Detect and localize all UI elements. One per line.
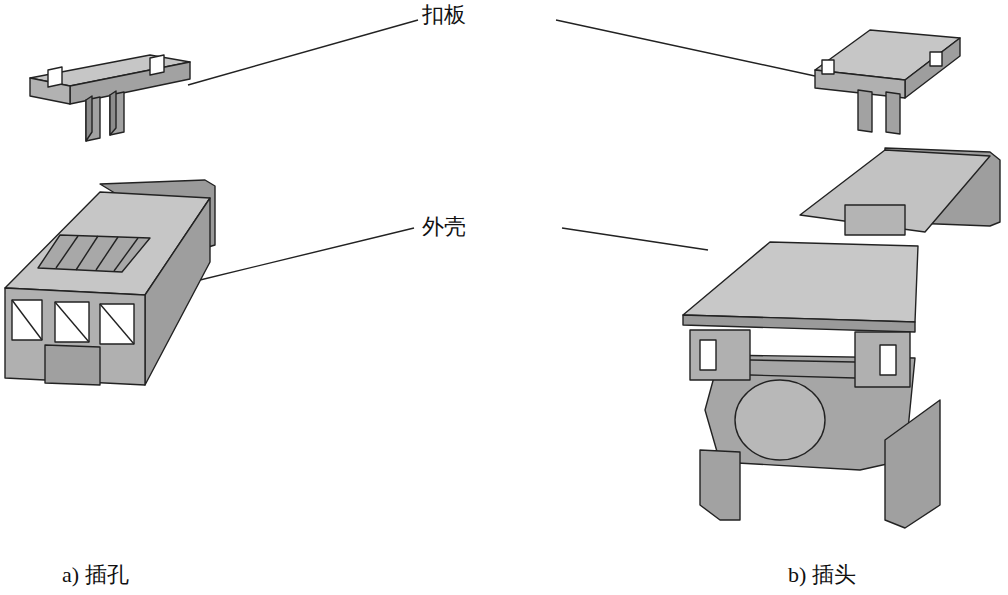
subfigure-caption: b) 插头	[786, 562, 858, 588]
plug-housing	[683, 148, 1000, 528]
plug-clip	[815, 30, 960, 134]
socket-clip	[30, 55, 190, 141]
part-label: 扣板	[420, 2, 468, 28]
part-label: 外壳	[420, 214, 468, 240]
leader-lines	[188, 20, 815, 280]
socket-housing	[5, 180, 215, 385]
subfigure-caption: a) 插孔	[60, 562, 131, 588]
